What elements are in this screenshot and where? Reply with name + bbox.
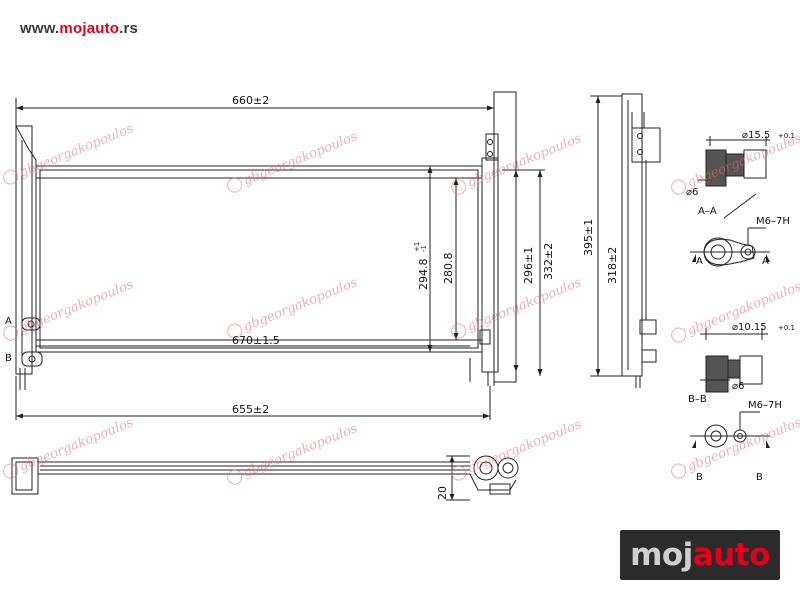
dimension-lines: [15, 95, 640, 420]
radiator-side-view: [621, 93, 661, 388]
bolt-hole: [487, 151, 493, 157]
label-thread-b: M6–7H: [748, 400, 782, 411]
label-mark-a-right: A: [762, 256, 769, 267]
watermark-text: gbgeorgakopoulos: [465, 417, 584, 477]
label-section-a: A–A: [698, 206, 717, 217]
dim-core-height-a-tol2: -1: [420, 245, 428, 252]
site-url-suffix: .rs: [119, 20, 139, 37]
dim-core-width: 670±1.5: [232, 334, 280, 347]
logo-part-auto: auto: [692, 537, 771, 573]
section-b-detail: [700, 328, 768, 393]
detail-labels: ⌀15.5 +0.1 ⌀6 A–A M6–7H A A ⌀10.15 +0.1 …: [686, 130, 795, 483]
label-mark-b-right: B: [756, 472, 763, 483]
label-mark-b-left: B: [696, 472, 703, 483]
label-dia-6-a: ⌀6: [686, 187, 698, 198]
dim-thickness: 20: [436, 486, 449, 500]
dimension-arrows: [16, 96, 601, 419]
left-bracket: [15, 125, 37, 166]
watermark-text: gbgeorgakopoulos: [241, 421, 360, 481]
watermark-text: gbgeorgakopoulos: [465, 131, 584, 191]
dim-core-height-b: 280.8: [442, 253, 455, 285]
mark-a-main: A: [5, 316, 12, 327]
fitting-b: [21, 351, 43, 367]
label-dia-top: ⌀15.5: [742, 130, 770, 141]
dimension-labels: 660±2 670±1.5 655±2 294.8 +1 -1 280.8 29…: [5, 94, 619, 500]
port-a-front: [690, 227, 770, 267]
watermark-text: gbgeorgakopoulos: [241, 275, 360, 335]
watermark-text: gbgeorgakopoulos: [17, 121, 136, 181]
mark-b-main: B: [5, 353, 12, 364]
dim-side-296: 296±1: [522, 247, 535, 284]
dim-core-height-a: 294.8: [417, 259, 430, 291]
radiator-front-view: [15, 91, 517, 390]
site-url-prefix: www.: [20, 20, 60, 37]
site-url[interactable]: www.mojauto.rs: [20, 20, 138, 37]
bolt-hole: [487, 139, 493, 145]
watermarks: gbgeorgakopoulos gbgeorgakopoulos gbgeor…: [3, 121, 800, 485]
dim-core-height-a-tol: +1: [413, 242, 421, 252]
watermark-text: gbgeorgakopoulos: [685, 415, 800, 475]
watermark-text: gbgeorgakopoulos: [241, 129, 360, 189]
label-mark-a-left: A: [696, 256, 703, 267]
dim-side-395: 395±1: [582, 219, 595, 256]
label-dia-6-b: ⌀6: [732, 381, 744, 392]
dim-side-332: 332±2: [542, 243, 555, 280]
label-dia-mid-tol: +0.1: [778, 324, 795, 332]
radiator-top-view: [11, 455, 519, 501]
site-url-brand: mojauto: [59, 20, 120, 37]
label-dia-top-tol: +0.1: [778, 132, 795, 140]
watermark-text: gbgeorgakopoulos: [17, 277, 136, 337]
dim-top-width: 660±2: [232, 94, 269, 107]
label-section-b: B–B: [688, 394, 707, 405]
section-a-detail: [698, 136, 770, 219]
dim-bottom-width: 655±2: [232, 403, 269, 416]
label-thread-a: M6–7H: [756, 216, 790, 227]
label-dia-mid: ⌀10.15: [732, 322, 767, 333]
receiver-dryer: [493, 91, 517, 383]
fitting-a: [21, 317, 41, 331]
right-tank: [481, 157, 499, 373]
logo-part-moj: moj: [630, 537, 693, 573]
port-b-front: [690, 411, 770, 448]
dim-side-318: 318±2: [606, 247, 619, 284]
